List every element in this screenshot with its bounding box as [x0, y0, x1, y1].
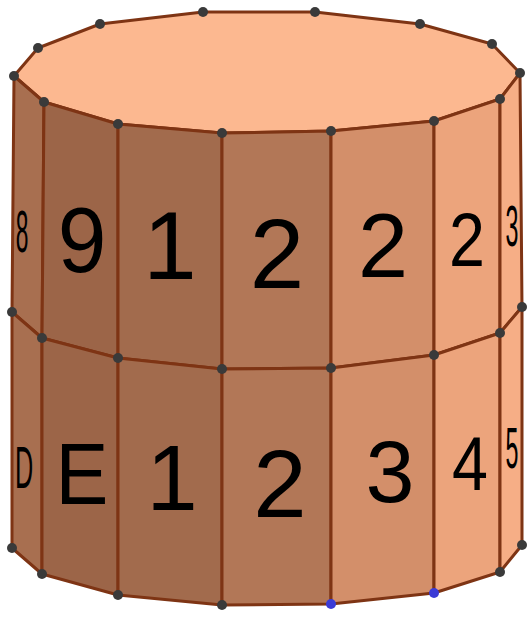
vertex-dot: [9, 71, 19, 81]
vertex-dot: [217, 128, 227, 138]
vertex-dot: [517, 540, 527, 550]
vertex-dot: [495, 94, 505, 104]
vertex-dot: [517, 302, 527, 312]
vertex-dot: [495, 328, 505, 338]
side-face: [331, 355, 434, 604]
face-number: 1: [143, 198, 196, 294]
side-face: [222, 368, 331, 605]
face-number: E: [56, 430, 109, 518]
face-number: 8: [16, 202, 29, 262]
vertex-dot: [7, 543, 17, 553]
side-face: [500, 307, 522, 572]
side-face: [222, 131, 331, 369]
vertex-dot: [429, 350, 439, 360]
vertex-dot: [95, 19, 105, 29]
vertex-dot: [326, 363, 336, 373]
vertex-dot: [37, 333, 47, 343]
face-number: 5: [506, 419, 519, 477]
side-face: [12, 76, 44, 338]
highlight-vertex: [326, 599, 336, 609]
highlight-vertex: [429, 588, 439, 598]
vertex-dot: [326, 126, 336, 136]
vertex-dot: [113, 353, 123, 363]
vertex-dot: [198, 7, 208, 17]
side-face: [500, 73, 522, 333]
side-face: [118, 124, 222, 369]
face-number: 3: [506, 197, 519, 255]
vertex-dot: [7, 307, 17, 317]
face-number: 2: [358, 201, 408, 291]
face-number: 2: [449, 202, 485, 278]
vertex-dot: [33, 43, 43, 53]
side-face: [12, 312, 42, 574]
side-face: [118, 358, 222, 605]
face-number: 9: [58, 194, 107, 286]
side-face: [42, 338, 118, 595]
vertex-dot: [415, 19, 425, 29]
vertex-dot: [487, 39, 497, 49]
vertex-dot: [515, 68, 525, 78]
face-number: 1: [146, 432, 197, 524]
side-face: [42, 102, 118, 358]
vertex-dot: [113, 590, 123, 600]
side-face: [434, 99, 500, 355]
side-face: [434, 333, 500, 593]
vertex-dot: [217, 600, 227, 610]
vertex-dot: [310, 7, 320, 17]
vertex-dot: [37, 569, 47, 579]
vertex-dot: [217, 364, 227, 374]
face-number: 2: [250, 205, 305, 303]
face-number: 4: [452, 426, 488, 502]
vertex-dot: [495, 567, 505, 577]
vertex-dot: [113, 119, 123, 129]
face-number: D: [15, 438, 33, 498]
face-number: 3: [366, 428, 415, 516]
face-number: 2: [253, 436, 306, 532]
vertex-dot: [429, 116, 439, 126]
vertex-dot: [39, 97, 49, 107]
side-face: [331, 121, 434, 368]
